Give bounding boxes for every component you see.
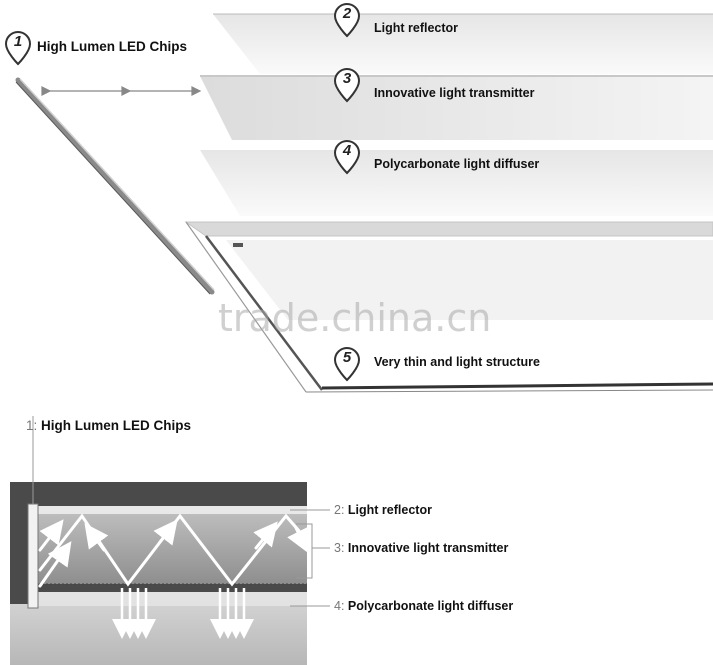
led-strip [15, 77, 215, 295]
map-pin-icon [333, 139, 361, 175]
down-arrows-left [112, 588, 156, 639]
callout-number: 5 [342, 349, 352, 366]
cross-section-drawing [10, 416, 330, 665]
callout-pin-3: 3 [332, 67, 362, 103]
cs-label-text: Light reflector [347, 503, 432, 517]
dotted-arrow [41, 86, 202, 96]
cs-label-text: Polycarbonate light diffuser [347, 599, 514, 613]
callout-pin-5: 5 [332, 346, 362, 382]
cs-label-text: High Lumen LED Chips [41, 418, 192, 433]
callout-number: 4 [342, 142, 352, 159]
callout-label: High Lumen LED Chips [37, 39, 187, 54]
cs-label-text: Innovative light transmitter [347, 541, 509, 555]
cs-label-number: 2: [334, 503, 345, 517]
thin-frame-structure [184, 221, 713, 393]
cs-label-3: 3: Innovative light transmitter [334, 541, 508, 555]
callout-number: 1 [13, 33, 23, 50]
callout-number: 3 [342, 70, 352, 87]
map-pin-icon [333, 67, 361, 103]
diffuser-panel [200, 150, 713, 216]
cs-label-2: 2: Light reflector [334, 503, 432, 517]
callout-label: Very thin and light structure [374, 355, 540, 369]
callout-number: 2 [342, 5, 352, 22]
watermark: trade.china.cn [218, 296, 492, 340]
callout-label: Innovative light transmitter [374, 86, 535, 100]
cs-label-1: 1: High Lumen LED Chips [26, 418, 191, 433]
transmitter-panel [200, 76, 713, 140]
cs-label-number: 3: [334, 541, 345, 555]
callout-pin-2: 2 [332, 2, 362, 38]
reflector-panel [213, 14, 713, 74]
callout-pin-4: 4 [332, 139, 362, 175]
callout-label: Polycarbonate light diffuser [374, 157, 540, 171]
cs-label-4: 4: Polycarbonate light diffuser [334, 599, 513, 613]
light-rays [38, 513, 309, 588]
cs-label-number: 4: [334, 599, 345, 613]
reflector-layer [30, 506, 307, 514]
callout-pin-1: 1 [3, 30, 33, 66]
down-arrows-right [210, 588, 254, 639]
map-pin-icon [333, 346, 361, 382]
map-pin-icon [4, 30, 32, 66]
map-pin-icon [333, 2, 361, 38]
exploded-view-drawing [15, 13, 713, 393]
diffuser-layer [30, 592, 307, 606]
leader-lines [290, 509, 330, 607]
led-chip [27, 503, 39, 609]
floor-area [10, 604, 307, 665]
callout-label: Light reflector [374, 21, 459, 35]
cs-label-number: 1: [26, 418, 38, 433]
